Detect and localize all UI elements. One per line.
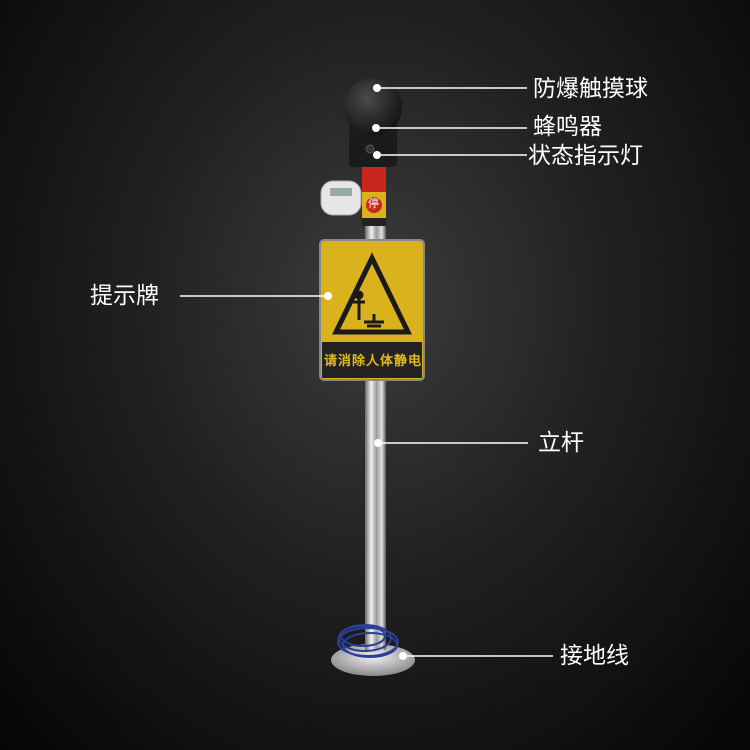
gauge xyxy=(320,180,362,216)
stop-icon xyxy=(366,197,382,213)
callout-indicator: 状态指示灯 xyxy=(528,143,643,169)
callout-dots xyxy=(324,84,407,660)
callout-ball: 防爆触摸球 xyxy=(533,76,648,102)
callout-ground-wire: 接地线 xyxy=(560,643,629,669)
ground-wire-coil xyxy=(337,624,399,658)
sign-text: 请消除人体静电 xyxy=(324,354,423,369)
stop-glyph: 停 xyxy=(368,197,379,210)
indicator-light xyxy=(365,144,375,154)
callout-sign: 提示牌 xyxy=(90,283,159,309)
pole xyxy=(365,165,386,650)
warning-triangle-icon xyxy=(332,252,412,335)
callout-lines xyxy=(180,87,553,657)
callout-pole: 立杆 xyxy=(538,430,584,456)
person-ground-icon xyxy=(353,290,384,328)
ground-base xyxy=(331,644,415,676)
touch-ball xyxy=(344,78,402,136)
callout-buzzer: 蜂鸣器 xyxy=(533,114,602,140)
